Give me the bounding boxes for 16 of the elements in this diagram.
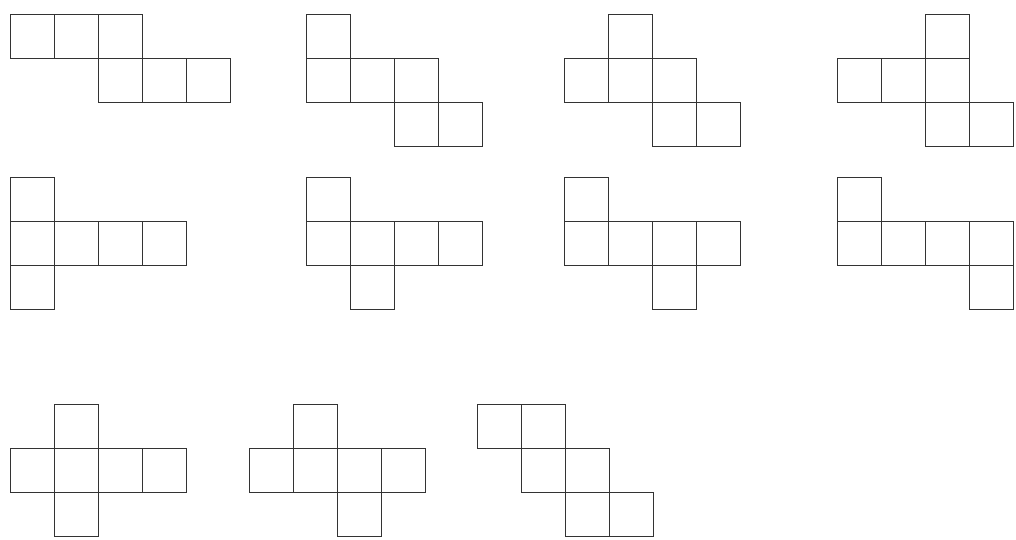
square (142, 221, 187, 266)
square (142, 448, 187, 493)
square (438, 221, 483, 266)
square (438, 102, 483, 147)
square (10, 265, 55, 310)
square (54, 492, 99, 537)
square (186, 58, 231, 103)
square (969, 102, 1014, 147)
square (652, 265, 697, 310)
square (381, 448, 426, 493)
square (696, 102, 741, 147)
square (696, 221, 741, 266)
square (337, 492, 382, 537)
square (969, 265, 1014, 310)
square (609, 492, 654, 537)
square (350, 265, 395, 310)
